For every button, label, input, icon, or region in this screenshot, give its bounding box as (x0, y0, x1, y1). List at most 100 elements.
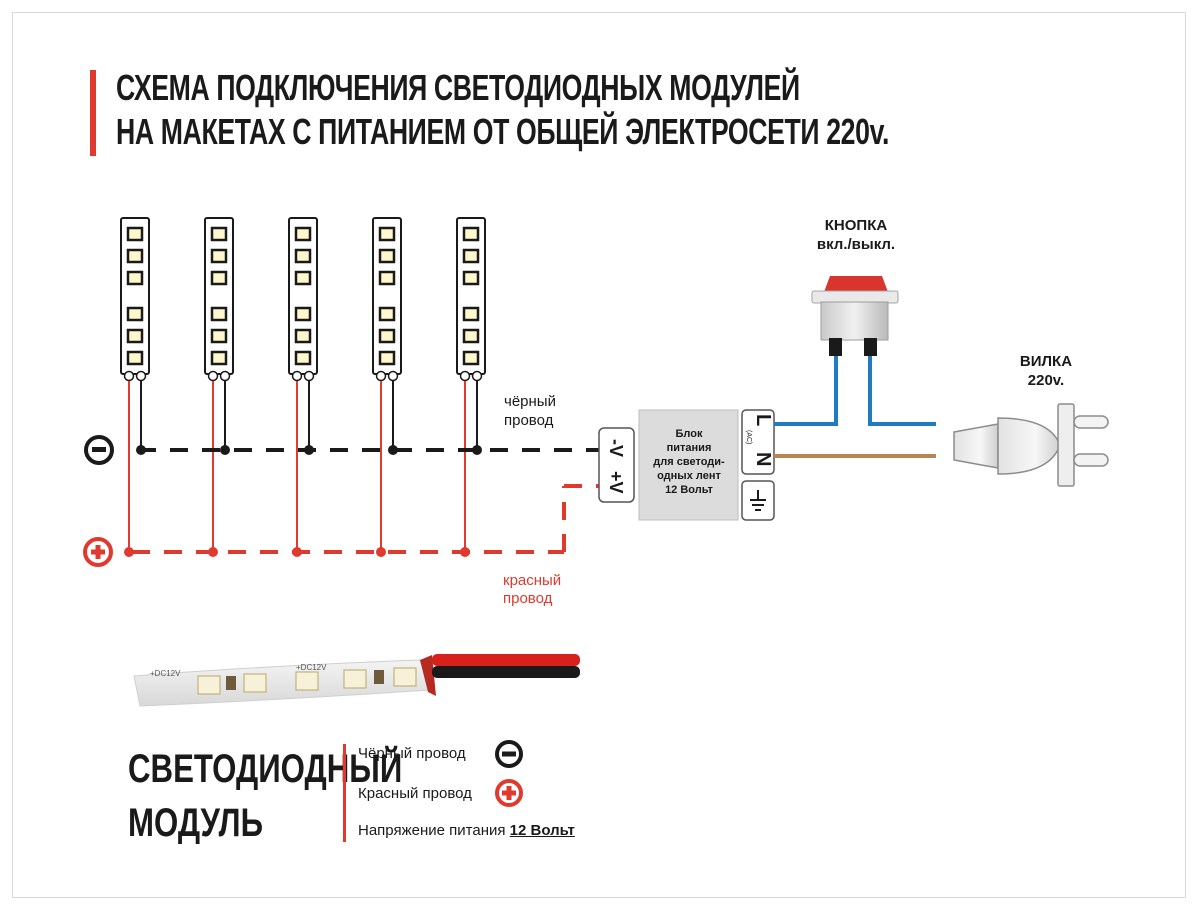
minus-symbol-icon (84, 435, 114, 465)
switch-label-2: вкл./выкл. (817, 236, 895, 253)
plug-label-2: 220v. (1028, 372, 1064, 389)
module-pad-minus (471, 370, 483, 382)
module-pad-minus (303, 370, 315, 382)
red-junction-dot (124, 547, 134, 557)
title-line-2: НА МАКЕТАХ С ПИТАНИЕМ ОТ ОБЩЕЙ ЭЛЕКТРОСЕ… (116, 111, 890, 152)
legend-voltage: Напряжение питания 12 Вольт (358, 822, 575, 839)
led-chip (462, 270, 480, 286)
red-bus-line (132, 484, 604, 554)
legend-black-wire: Чёрный провод (358, 745, 466, 762)
led-chip (462, 328, 480, 344)
module-pad-plus (207, 370, 219, 382)
black-junction-dot (388, 445, 398, 455)
module-pad-plus (375, 370, 387, 382)
module-pad-plus (459, 370, 471, 382)
dc-terminal-block (598, 427, 635, 503)
led-strip-photo: +DC12V +DC12V (133, 654, 580, 707)
power-supply-body (638, 409, 739, 521)
module-pad-plus (123, 370, 135, 382)
led-chip (126, 270, 144, 286)
led-chip (294, 350, 312, 366)
black-wire-label-1: чёрный (504, 393, 556, 410)
led-module (288, 217, 318, 557)
led-chip (210, 248, 228, 264)
led-chip (210, 350, 228, 366)
led-chip (378, 226, 396, 242)
led-chip (210, 306, 228, 322)
led-chip (126, 328, 144, 344)
ac-mark: (AC) (745, 430, 752, 444)
led-chip (210, 328, 228, 344)
led-module (372, 217, 402, 557)
power-supply: -V +V Блок питания для светоди- одных ле… (598, 409, 775, 521)
psu-text-1: Блок (676, 428, 703, 440)
module-pad-plus (291, 370, 303, 382)
terminal-n: N (752, 452, 774, 466)
led-chip (462, 226, 480, 242)
led-module-board (120, 217, 150, 375)
psu-text-2: питания (667, 442, 712, 454)
led-chip (294, 306, 312, 322)
black-junction-dot (220, 445, 230, 455)
black-junction-dot (472, 445, 482, 455)
led-module (456, 217, 486, 557)
led-chip (294, 270, 312, 286)
module-caption: СВЕТОДИОДНЫЙ МОДУЛЬ (128, 742, 402, 850)
switch-label-1: КНОПКА (825, 217, 888, 234)
red-wire-label-1: красный (503, 572, 561, 589)
led-chip (378, 328, 396, 344)
led-module-board (288, 217, 318, 375)
led-module-board (204, 217, 234, 375)
legend-voltage-value: 12 Вольт (509, 822, 575, 839)
module-pad-minus (219, 370, 231, 382)
led-chip (378, 248, 396, 264)
psu-text-4: одных лент (657, 470, 721, 482)
legend-minus-icon (495, 740, 523, 768)
legend-red-wire: Красный провод (358, 785, 472, 802)
ground-icon (750, 490, 766, 511)
dc-terminal-labels: -V +V (606, 439, 626, 494)
legend-plus-icon (495, 779, 523, 807)
strip-marking-1: +DC12V (150, 669, 181, 678)
plug-label-1: ВИЛКА (1020, 353, 1072, 370)
ac-terminal-block (741, 409, 775, 475)
plus-symbol-icon (83, 537, 113, 567)
legend-voltage-prefix: Напряжение питания (358, 822, 510, 839)
strip-leds (197, 667, 417, 695)
psu-text-3: для светоди- (653, 456, 725, 468)
led-chip (126, 248, 144, 264)
red-wire-label-2: провод (503, 590, 553, 607)
led-chip (294, 248, 312, 264)
rocker-switch-icon (811, 276, 899, 356)
led-module (204, 217, 234, 557)
led-chip (294, 328, 312, 344)
page-frame (12, 12, 1186, 898)
psu-text-5: 12 Вольт (665, 484, 713, 496)
terminal-l: L (752, 414, 774, 426)
led-chip (462, 350, 480, 366)
led-module-board (372, 217, 402, 375)
red-junction-dot (376, 547, 386, 557)
led-module-board (456, 217, 486, 375)
black-wire-label-2: провод (504, 412, 554, 429)
led-chip (210, 270, 228, 286)
strip-marking-2: +DC12V (296, 663, 327, 672)
module-pad-minus (135, 370, 147, 382)
title-accent-bar (90, 70, 96, 156)
module-pad-minus (387, 370, 399, 382)
led-chip (126, 350, 144, 366)
led-modules (120, 217, 486, 557)
led-chip (378, 306, 396, 322)
terminal-plus-v: +V (606, 471, 626, 494)
plug-icon (953, 403, 1109, 487)
led-chip (126, 306, 144, 322)
title-line-1: СХЕМА ПОДКЛЮЧЕНИЯ СВЕТОДИОДНЫХ МОДУЛЕЙ (116, 67, 800, 108)
terminal-minus-v: -V (606, 439, 626, 457)
led-chip (378, 270, 396, 286)
led-chip (378, 350, 396, 366)
page-title: СХЕМА ПОДКЛЮЧЕНИЯ СВЕТОДИОДНЫХ МОДУЛЕЙ Н… (116, 66, 889, 154)
led-chip (294, 226, 312, 242)
led-module (120, 217, 150, 557)
led-chip (126, 226, 144, 242)
